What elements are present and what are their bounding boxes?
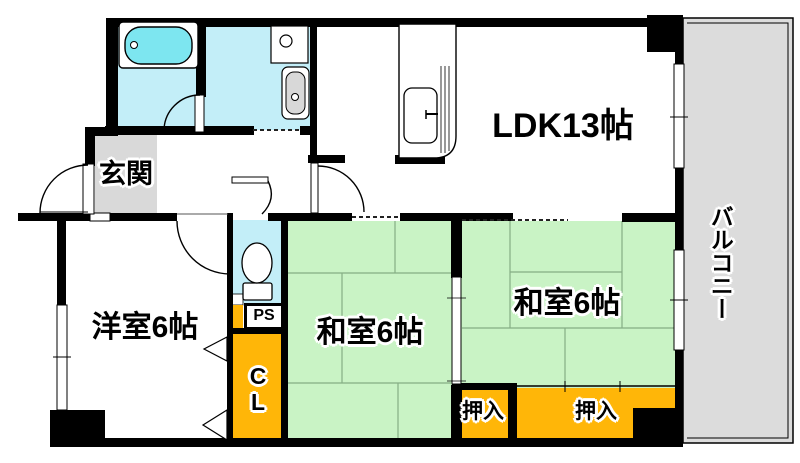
wall-hall bbox=[268, 213, 352, 221]
western-room-door-arc bbox=[176, 220, 231, 275]
fixtures bbox=[118, 21, 457, 442]
sliding-doors bbox=[253, 129, 677, 392]
wall-oshiire-top bbox=[452, 383, 515, 390]
wall-oshiire-divider bbox=[508, 383, 517, 440]
room-label-western-room: 洋室6帖 bbox=[91, 311, 199, 344]
wall-hall bbox=[227, 213, 233, 221]
folding-door-triangle bbox=[202, 336, 228, 362]
oshiire-left-fill bbox=[455, 388, 511, 440]
wall-east bbox=[675, 168, 683, 252]
toilet-icon bbox=[241, 242, 273, 301]
tatami-floor-center bbox=[287, 221, 454, 440]
closet-folding-door-marks bbox=[201, 336, 228, 442]
wall-corner-se bbox=[633, 408, 683, 443]
label-oshiire-right: 押入 bbox=[575, 400, 617, 423]
label-closet-cl: CL bbox=[245, 363, 271, 415]
wall-ldk-south bbox=[622, 213, 683, 222]
room-label-balcony: バルコニー bbox=[707, 204, 734, 320]
ldk-door-leaf bbox=[310, 162, 319, 214]
label-pipe-space: PS bbox=[244, 303, 284, 330]
tatami-lines bbox=[287, 221, 675, 438]
bathtub-icon bbox=[118, 21, 199, 69]
kitchen-sink-icon bbox=[403, 87, 438, 144]
wall-kitchen-stub bbox=[395, 155, 445, 164]
ldk-door-arc bbox=[317, 165, 365, 213]
wall-kitchen-stub bbox=[308, 155, 345, 163]
toilet-door-arc bbox=[261, 180, 273, 215]
fusuma-door bbox=[451, 276, 462, 385]
wall-room-divider bbox=[451, 213, 462, 278]
tatami-floor-right bbox=[458, 221, 677, 388]
wall-west bbox=[57, 215, 66, 307]
room-label-ldk: LDK13帖 bbox=[492, 107, 634, 145]
window-entrance-side bbox=[89, 212, 111, 222]
wall-entrance-top bbox=[85, 127, 118, 136]
walls bbox=[18, 15, 683, 447]
swing-doors bbox=[39, 94, 365, 275]
wall-east bbox=[675, 348, 683, 443]
laundry-sink-icon bbox=[281, 66, 310, 120]
wall-top bbox=[109, 18, 683, 27]
wall-room-divider bbox=[451, 385, 462, 438]
wall-east bbox=[675, 18, 683, 64]
closet-cl-fill bbox=[231, 332, 283, 440]
room-label-entrance: 玄関 bbox=[99, 159, 153, 189]
wall-ldk-west bbox=[310, 18, 317, 163]
room-label-japanese-room-center: 和室6帖 bbox=[316, 316, 424, 349]
wall-entrance-west bbox=[85, 127, 95, 166]
folding-door-triangle bbox=[201, 408, 228, 442]
wall-washroom-bottom bbox=[200, 126, 254, 135]
wall-bath-bottom bbox=[105, 126, 203, 135]
wall-washroom-bottom bbox=[300, 126, 314, 135]
label-oshiire-left: 押入 bbox=[462, 400, 504, 423]
entrance-floor bbox=[95, 133, 157, 215]
wall-ps-bottom bbox=[227, 328, 288, 334]
wall-corner-sw bbox=[50, 410, 105, 440]
balcony-inner-line bbox=[687, 22, 789, 439]
ps-side-strip bbox=[230, 305, 243, 330]
entrance-door-arc bbox=[39, 164, 89, 214]
wall-hall bbox=[18, 213, 90, 221]
window-ldk bbox=[673, 63, 685, 169]
bathroom-door-leaf bbox=[194, 94, 205, 133]
windows bbox=[53, 63, 688, 411]
washbasin-icon bbox=[270, 25, 309, 64]
wall-bath-west bbox=[106, 18, 118, 133]
room-label-japanese-room-right: 和室6帖 bbox=[513, 287, 621, 320]
wall-bottom bbox=[50, 438, 683, 447]
wall-bath-washroom bbox=[196, 18, 206, 97]
bathroom-door-arc bbox=[163, 94, 201, 132]
entrance-door-leaf bbox=[82, 163, 95, 215]
balcony-floor bbox=[682, 17, 794, 444]
wall-hall bbox=[110, 213, 177, 221]
toilet-door-leaf bbox=[231, 176, 269, 184]
